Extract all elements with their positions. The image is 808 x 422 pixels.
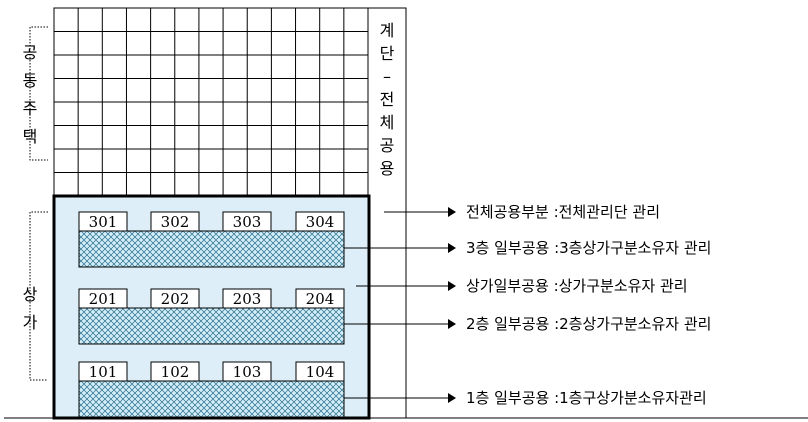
legend-text: 2층 일부공용 :2층상가구분소유자 관리 bbox=[466, 315, 711, 333]
label-char: – bbox=[383, 67, 391, 86]
unit-box bbox=[222, 211, 272, 232]
floor-2: 201 202 203 204 bbox=[78, 288, 345, 345]
legend-text: 상가일부공용 :상가구분소유자 관리 bbox=[466, 277, 688, 295]
unit-box bbox=[78, 211, 128, 232]
unit-number: 104 bbox=[306, 363, 335, 381]
label-char: 상 bbox=[23, 285, 38, 304]
legend-text: 1층 일부공용 :1층구상가분소유자관리 bbox=[466, 389, 707, 407]
unit-number: 202 bbox=[161, 290, 190, 308]
floor-1: 101 102 103 104 bbox=[78, 361, 345, 418]
arrow-right-icon bbox=[448, 393, 456, 403]
legend-item: 3층 일부공용 :3층상가구분소유자 관리 bbox=[344, 239, 711, 257]
label-char: 가 bbox=[23, 313, 38, 332]
floor-3: 301 302 303 304 bbox=[78, 211, 345, 268]
legend-text: 3층 일부공용 :3층상가구분소유자 관리 bbox=[466, 239, 711, 257]
label-char: 계 bbox=[380, 21, 395, 40]
label-char: 주 bbox=[23, 99, 38, 118]
unit-number: 103 bbox=[233, 363, 262, 381]
unit-box bbox=[150, 288, 200, 309]
commercial-label: 상가 bbox=[23, 285, 38, 332]
floor-common-area bbox=[78, 307, 345, 345]
legend-item: 1층 일부공용 :1층구상가분소유자관리 bbox=[344, 389, 707, 407]
unit-number: 101 bbox=[89, 363, 118, 381]
commercial-bracket bbox=[29, 211, 48, 381]
unit-number: 302 bbox=[161, 213, 190, 231]
label-char: 단 bbox=[380, 44, 395, 63]
label-char: 전 bbox=[380, 90, 395, 109]
unit-number: 304 bbox=[306, 213, 335, 231]
unit-box bbox=[295, 211, 345, 232]
arrow-right-icon bbox=[448, 319, 456, 329]
unit-box bbox=[222, 361, 272, 382]
label-char: 용 bbox=[380, 159, 395, 178]
unit-number: 102 bbox=[161, 363, 190, 381]
legend-item: 상가일부공용 :상가구분소유자 관리 bbox=[356, 277, 688, 295]
unit-number: 303 bbox=[233, 213, 262, 231]
arrow-right-icon bbox=[448, 281, 456, 291]
unit-box bbox=[295, 361, 345, 382]
floor-common-area bbox=[78, 230, 345, 268]
label-char: 택 bbox=[23, 127, 38, 146]
label-char: 동 bbox=[23, 71, 38, 90]
unit-box bbox=[78, 288, 128, 309]
arrow-right-icon bbox=[448, 243, 456, 253]
legend: 전체공용부분 :전체관리단 관리 3층 일부공용 :3층상가구분소유자 관리상가일… bbox=[344, 203, 711, 407]
unit-number: 204 bbox=[306, 290, 335, 308]
residential-grid bbox=[54, 8, 368, 196]
unit-box bbox=[295, 288, 345, 309]
unit-number: 301 bbox=[89, 213, 118, 231]
unit-box bbox=[78, 361, 128, 382]
arrow-right-icon bbox=[448, 207, 456, 217]
unit-number: 203 bbox=[233, 290, 262, 308]
legend-text: 전체공용부분 :전체관리단 관리 bbox=[466, 203, 660, 221]
housing-bracket bbox=[29, 26, 48, 161]
unit-box bbox=[222, 288, 272, 309]
legend-item: 전체공용부분 :전체관리단 관리 bbox=[384, 203, 660, 221]
legend-item: 2층 일부공용 :2층상가구분소유자 관리 bbox=[344, 315, 711, 333]
label-char: 공 bbox=[23, 43, 38, 62]
floors-group: 301 302 303 304 201 202 203 204 101 102 103 104 bbox=[78, 211, 345, 418]
stair-label: 계단 – 전체공용 bbox=[380, 21, 395, 178]
unit-number: 201 bbox=[89, 290, 118, 308]
label-char: 공 bbox=[380, 136, 395, 155]
unit-box bbox=[150, 211, 200, 232]
unit-box bbox=[150, 361, 200, 382]
floor-common-area bbox=[78, 380, 345, 418]
label-char: 체 bbox=[380, 113, 395, 132]
